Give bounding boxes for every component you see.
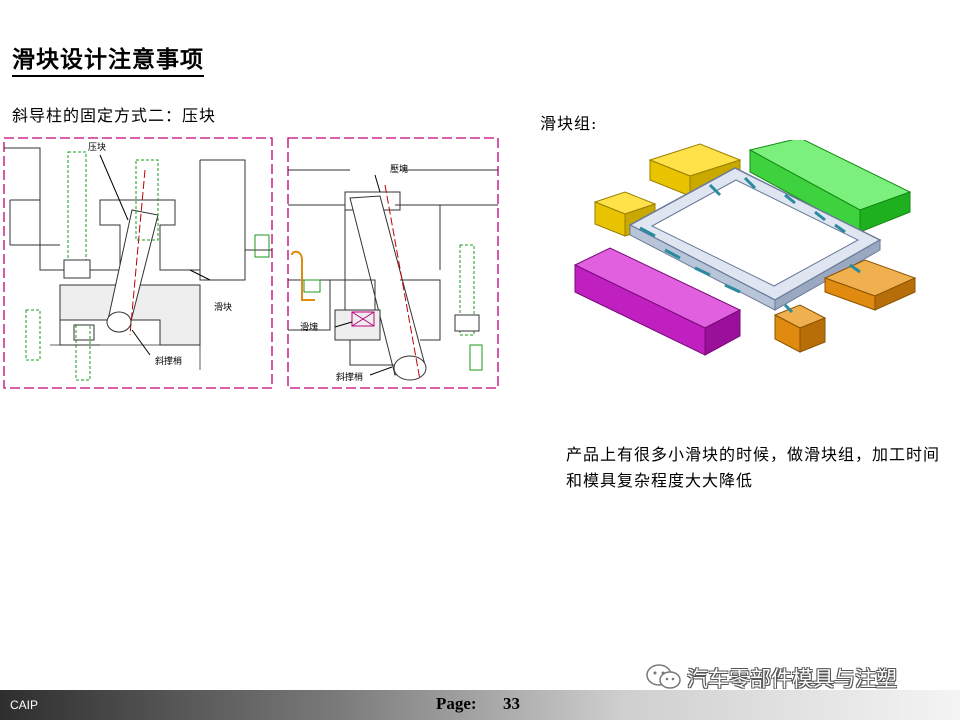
slider-group-description: 产品上有很多小滑块的时候，做滑块组，加工时间和模具复杂程度大大降低 (566, 445, 941, 490)
wechat-icon (646, 664, 681, 689)
slider-frame (628, 167, 882, 311)
subtitle-slider-group: 滑块组: (540, 114, 598, 133)
page-number: 33 (503, 694, 520, 713)
label-press-block-left: 压块 (88, 141, 106, 153)
cad-drawing-press-block: 压块 滑块 斜撑梢 壓塊 滑塊 斜撑梢 (3, 137, 499, 389)
cad-view-left (3, 137, 273, 389)
slide-footer: CAIP Page: 33 (0, 690, 960, 720)
slider-orange (773, 259, 917, 353)
slide-title: 滑块设计注意事项 (12, 40, 204, 77)
slider-pins (639, 176, 861, 314)
label-angle-pin-left: 斜撑梢 (155, 355, 182, 367)
watermark-text: 汽车零部件模具与注塑 (687, 667, 897, 691)
slider-green (748, 140, 912, 233)
label-angle-pin-right: 斜撑梢 (336, 371, 363, 383)
label-slider-right: 滑塊 (300, 321, 318, 333)
subtitle-fixing-method: 斜导柱的固定方式二：压块 (12, 106, 217, 125)
cad-view-right (287, 137, 499, 389)
page-label: Page: (436, 694, 477, 713)
label-press-block-right: 壓塊 (390, 163, 408, 175)
wechat-watermark: 汽车零部件模具与注塑 (645, 662, 935, 692)
slider-group-3d-model (573, 140, 917, 356)
label-slider-left: 滑块 (214, 301, 232, 313)
slider-purple (573, 247, 742, 356)
footer-code: CAIP (10, 698, 39, 712)
